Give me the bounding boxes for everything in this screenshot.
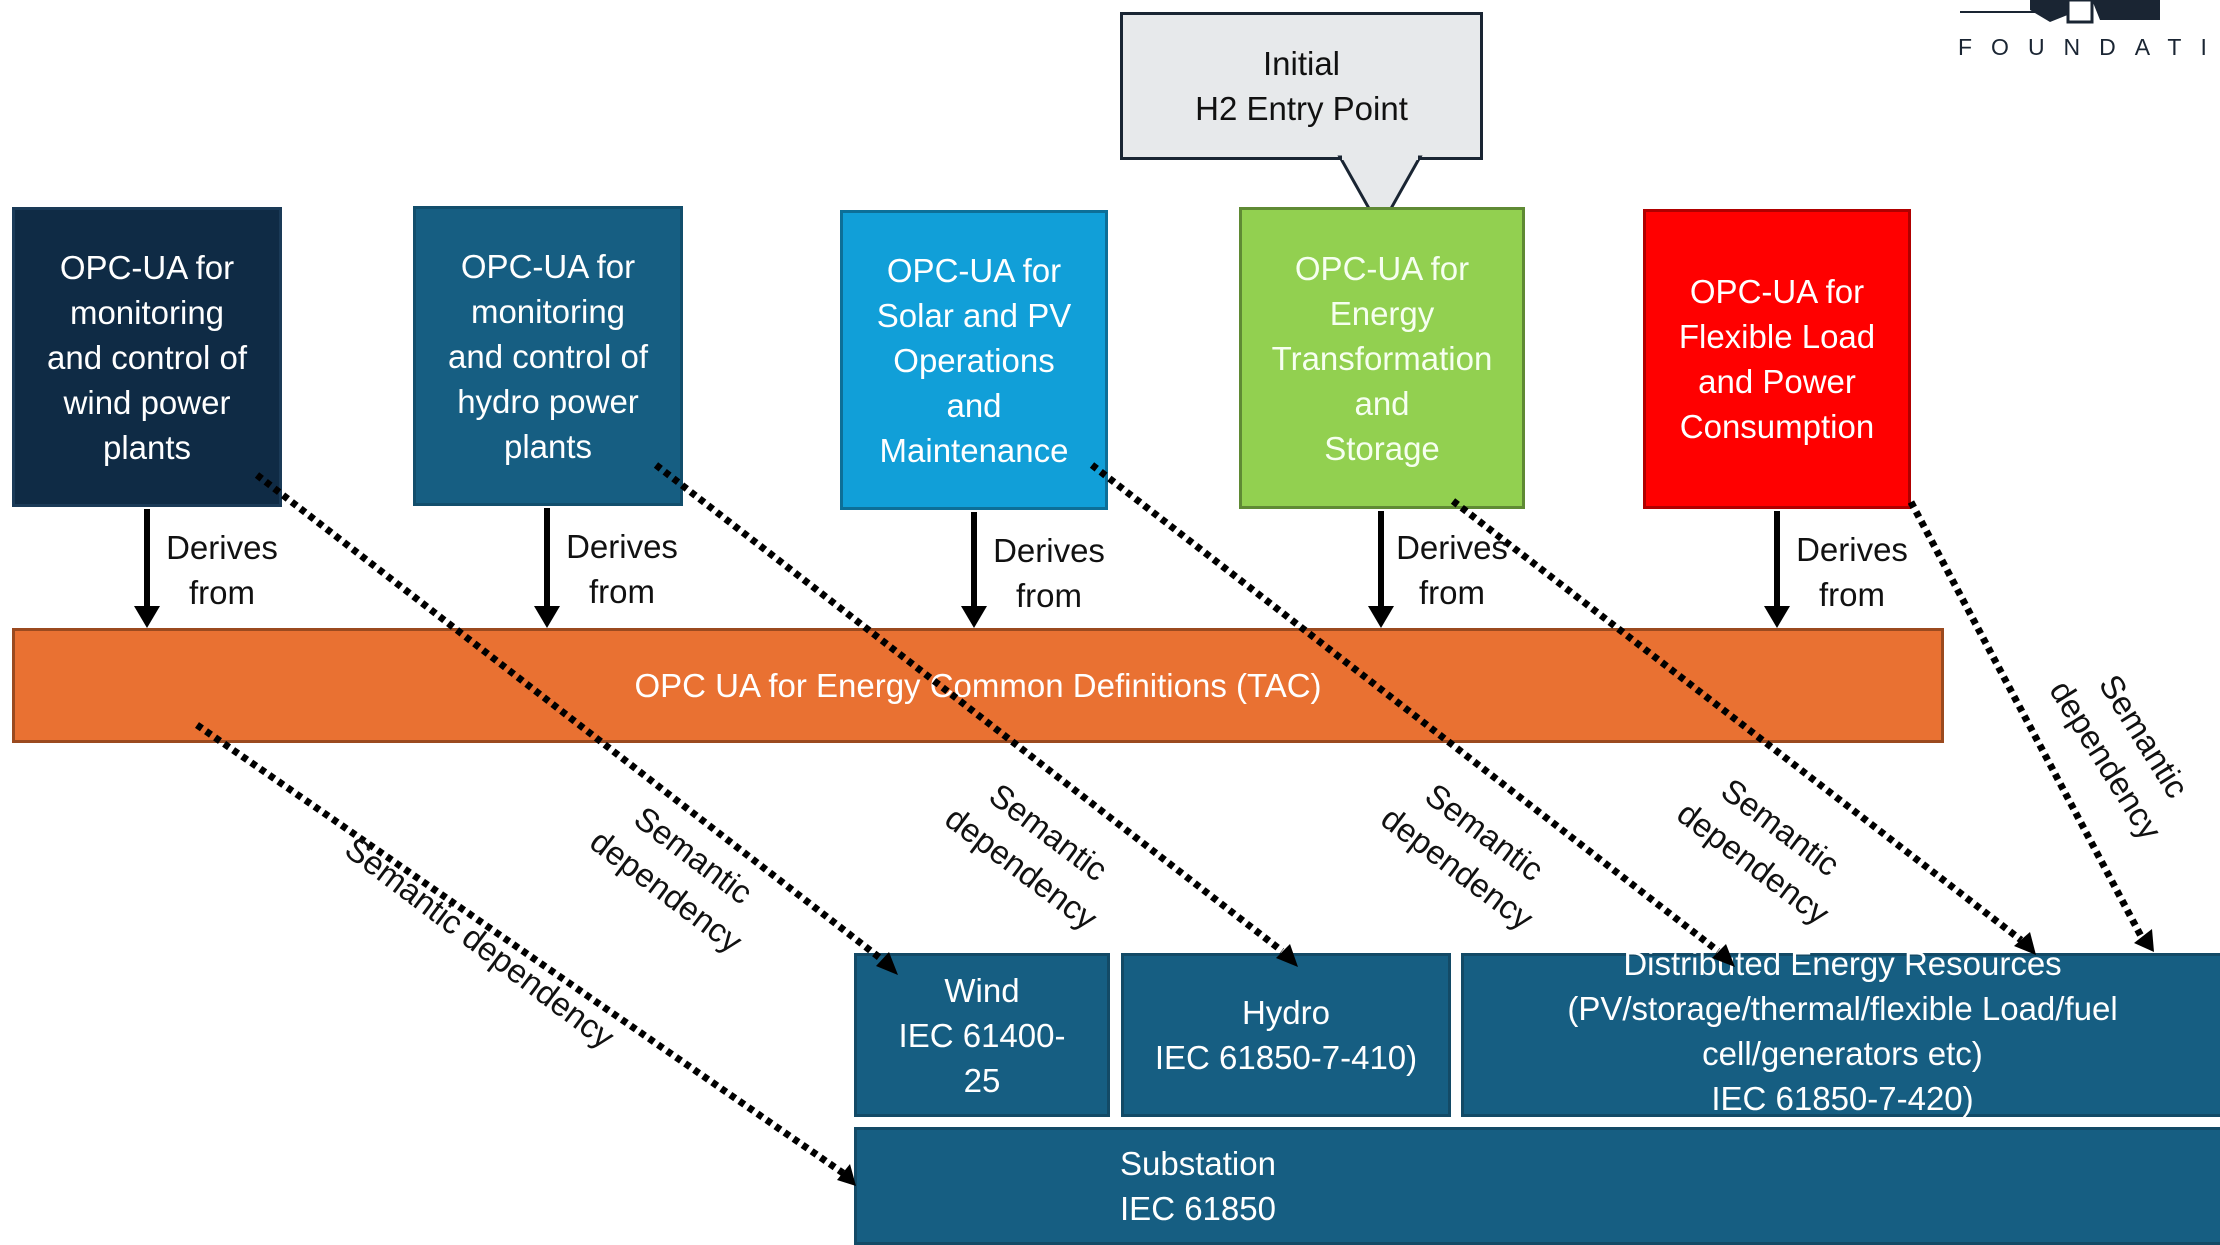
dep-arrow-solar-opc: [1089, 462, 1721, 954]
dep-arrow-flex-opc: [1907, 500, 2146, 940]
h2-entry-label: Initial H2 Entry Point: [1195, 45, 1408, 127]
dep-arrow-hydro-opc: [653, 462, 1285, 954]
h2-entry-callout: Initial H2 Entry Point: [1120, 12, 1483, 160]
dep-arrow-energy-opc: [1450, 498, 2024, 943]
der-standard-label: Distributed Energy Resources (PV/storage…: [1567, 945, 2118, 1117]
hydro-standard-label: Hydro IEC 61850-7-410): [1154, 994, 1418, 1076]
wind-standard-box: Wind IEC 61400- 25: [854, 953, 1110, 1117]
wind-opc-box: OPC-UA for monitoring and control of win…: [12, 207, 282, 507]
energy-opc-label: OPC-UA for Energy Transformation and Sto…: [1271, 249, 1493, 467]
hydro-standard-box: Hydro IEC 61850-7-410): [1121, 953, 1451, 1117]
substation-standard-label: Substation IEC 61850: [1120, 1145, 1276, 1227]
energy-opc-box: OPC-UA for Energy Transformation and Sto…: [1239, 207, 1525, 509]
derives-label-solar: Derives from: [993, 532, 1105, 614]
substation-standard-box: Substation IEC 61850: [854, 1127, 2220, 1245]
hydro-opc-label: OPC-UA for monitoring and control of hyd…: [448, 247, 648, 465]
derives-label-energy: Derives from: [1396, 529, 1508, 611]
derives-label-wind: Derives from: [166, 529, 278, 611]
flex-opc-label: OPC-UA for Flexible Load and Power Consu…: [1678, 273, 1876, 445]
common-definitions-bar: OPC UA for Energy Common Definitions (TA…: [12, 628, 1944, 743]
derives-label-flex: Derives from: [1796, 531, 1908, 613]
logo-text: FOUNDATI: [1958, 34, 2220, 60]
derives-arrows: [134, 508, 1790, 628]
der-standard-box: Distributed Energy Resources (PV/storage…: [1461, 945, 2220, 1117]
solar-opc-box: OPC-UA for Solar and PV Operations and M…: [840, 210, 1108, 510]
common-definitions-label: OPC UA for Energy Common Definitions (TA…: [634, 667, 1322, 704]
hydro-opc-box: OPC-UA for monitoring and control of hyd…: [413, 206, 683, 506]
semantic-dependency-arrowheads: [837, 929, 2154, 1186]
wind-standard-label: Wind IEC 61400- 25: [898, 971, 1066, 1099]
flex-opc-box: OPC-UA for Flexible Load and Power Consu…: [1643, 209, 1911, 509]
solar-opc-label: OPC-UA for Solar and PV Operations and M…: [876, 251, 1072, 469]
wind-opc-label: OPC-UA for monitoring and control of win…: [47, 248, 247, 466]
derives-label-hydro: Derives from: [566, 528, 678, 610]
semantic-dependency-arrows: [195, 462, 2146, 1176]
